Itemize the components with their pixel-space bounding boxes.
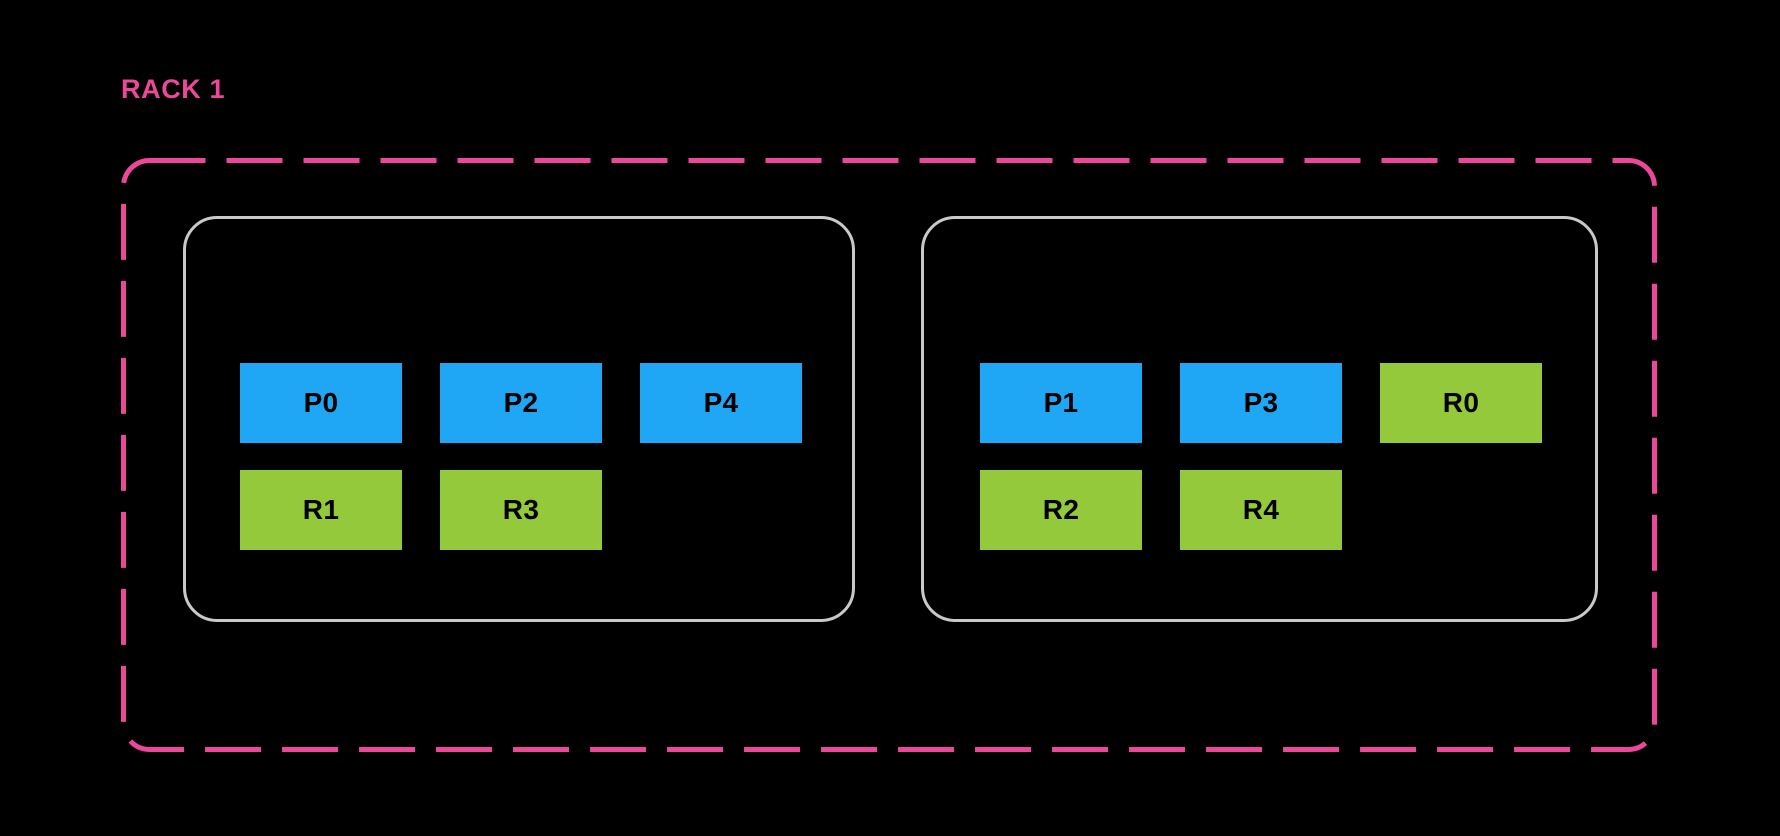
unit-block-p3[interactable]: P3 — [1180, 363, 1342, 443]
unit-block-p1[interactable]: P1 — [980, 363, 1142, 443]
rack-label: RACK 1 — [121, 74, 226, 104]
unit-block-r1[interactable]: R1 — [240, 470, 402, 550]
node-panel-right — [921, 216, 1598, 622]
unit-block-r3[interactable]: R3 — [440, 470, 602, 550]
unit-block-r0[interactable]: R0 — [1380, 363, 1542, 443]
unit-block-p0[interactable]: P0 — [240, 363, 402, 443]
unit-block-p2[interactable]: P2 — [440, 363, 602, 443]
node-panel-left — [183, 216, 855, 622]
unit-block-p4[interactable]: P4 — [640, 363, 802, 443]
unit-block-r4[interactable]: R4 — [1180, 470, 1342, 550]
unit-block-r2[interactable]: R2 — [980, 470, 1142, 550]
